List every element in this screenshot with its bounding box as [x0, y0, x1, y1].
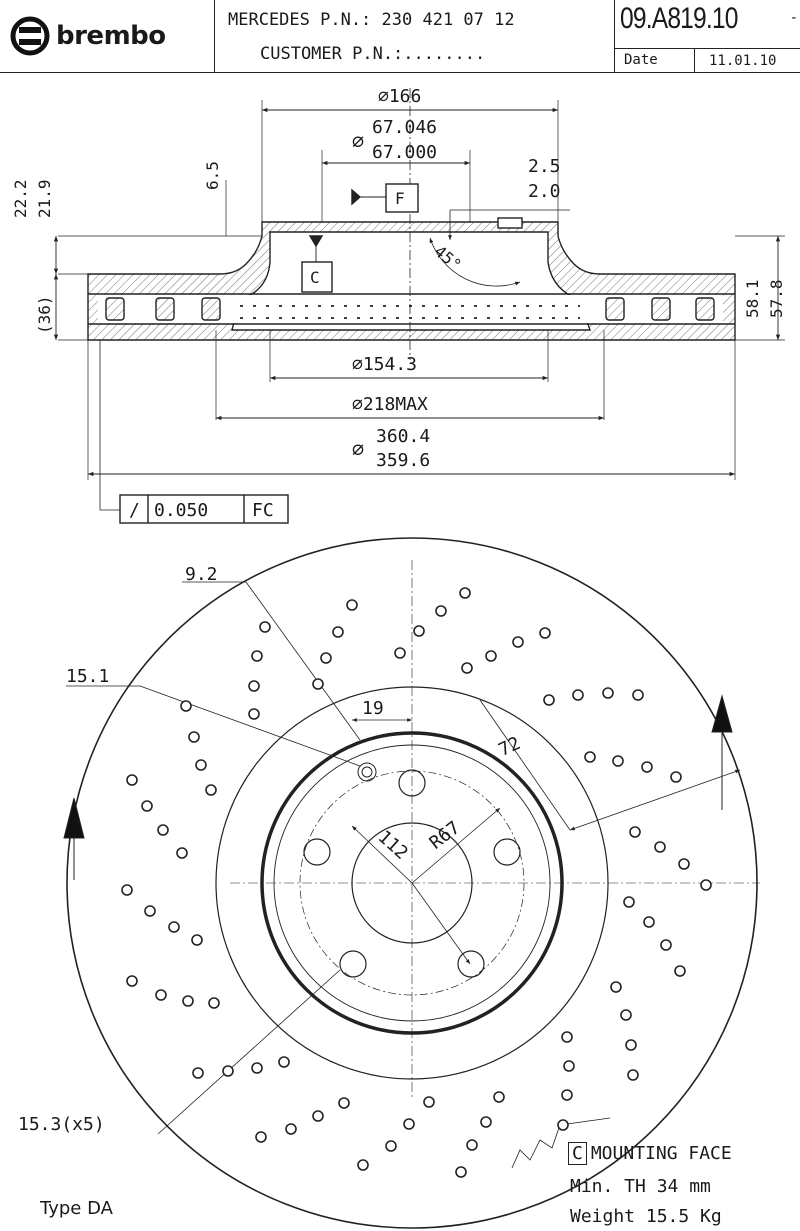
- c-box: C: [568, 1142, 587, 1165]
- dia-166: ∅166: [378, 86, 421, 107]
- dia-154-3: ∅154.3: [352, 354, 417, 375]
- date-value: 11.01.10: [694, 49, 776, 73]
- dia-218: ∅218MAX: [352, 394, 428, 415]
- weight: Weight 15.5 Kg: [570, 1206, 722, 1227]
- date-label: Date: [624, 52, 658, 68]
- face-labels: 9.2 15.1 19 72 R67 112 15.3(x5): [18, 564, 524, 1135]
- dim-9-2: 9.2: [185, 564, 218, 585]
- bore-max: 67.046: [372, 117, 437, 138]
- date-row: Date 11.01.10: [614, 48, 800, 73]
- customer-pn-label: CUSTOMER P.N.:: [260, 44, 404, 64]
- bore-min: 67.000: [372, 142, 437, 163]
- drill-holes: [121, 587, 712, 1178]
- holes-15-3: 15.3(x5): [18, 1114, 105, 1135]
- dim-58-1: 58.1: [743, 279, 762, 318]
- customer-pn-value: ........: [403, 44, 486, 64]
- dim-21-9: 21.9: [35, 179, 54, 218]
- dim-15-1: 15.1: [66, 666, 109, 687]
- part-code-block: 09.A819.10 - Date 11.01.10: [614, 0, 800, 73]
- chamfer-min: 2.0: [528, 181, 561, 202]
- tolerance-symbol: /: [129, 500, 140, 521]
- customer-pn: CUSTOMER P.N.:........: [260, 44, 485, 64]
- part-numbers: MERCEDES P.N.: 230 421 07 12 CUSTOMER P.…: [214, 0, 615, 72]
- chamfer-max: 2.5: [528, 156, 561, 177]
- mercedes-pn-label: MERCEDES P.N.:: [228, 10, 372, 30]
- section-view: [53, 88, 785, 524]
- min-thickness: Min. TH 34 mm: [570, 1176, 711, 1197]
- mercedes-pn-value: 230 421 07 12: [381, 10, 515, 30]
- outer-max: 360.4: [376, 426, 430, 447]
- mounting-face-label: MOUNTING FACE: [590, 1143, 732, 1164]
- datum-f-box: [385, 183, 419, 213]
- mercedes-pn: MERCEDES P.N.: 230 421 07 12: [228, 10, 515, 30]
- datum-c-label: C: [310, 268, 320, 287]
- outer-min: 359.6: [376, 450, 430, 471]
- disc-type: Type DA: [40, 1198, 113, 1219]
- section-labels: ∅166 ∅ 67.046 67.000 F C 2.5 2.0 45° 6.5…: [11, 86, 786, 521]
- face-view: [63, 537, 760, 1229]
- brand-name: brembo: [56, 21, 166, 51]
- outer-symbol: ∅: [352, 437, 364, 461]
- brembo-logo-icon: [10, 16, 50, 56]
- datum-f-label: F: [395, 189, 405, 208]
- dim-22-2: 22.2: [11, 179, 30, 218]
- title-block: brembo MERCEDES P.N.: 230 421 07 12 CUST…: [0, 0, 800, 73]
- brand-logo: brembo: [0, 0, 215, 72]
- tolerance-ref: FC: [252, 500, 274, 521]
- datum-c-box: [301, 261, 333, 293]
- bore-symbol: ∅: [352, 129, 364, 153]
- radius-67: R67: [426, 817, 465, 854]
- part-code-suffix: -: [789, 10, 798, 26]
- dim-6-5: 6.5: [203, 161, 222, 190]
- dim-57-8: 57.8: [767, 279, 786, 318]
- dim-19: 19: [362, 698, 384, 719]
- tolerance-value: 0.050: [154, 500, 208, 521]
- locating-hole: [357, 762, 377, 782]
- part-code: 09.A819.10: [620, 2, 738, 35]
- dim-36: (36): [35, 295, 54, 334]
